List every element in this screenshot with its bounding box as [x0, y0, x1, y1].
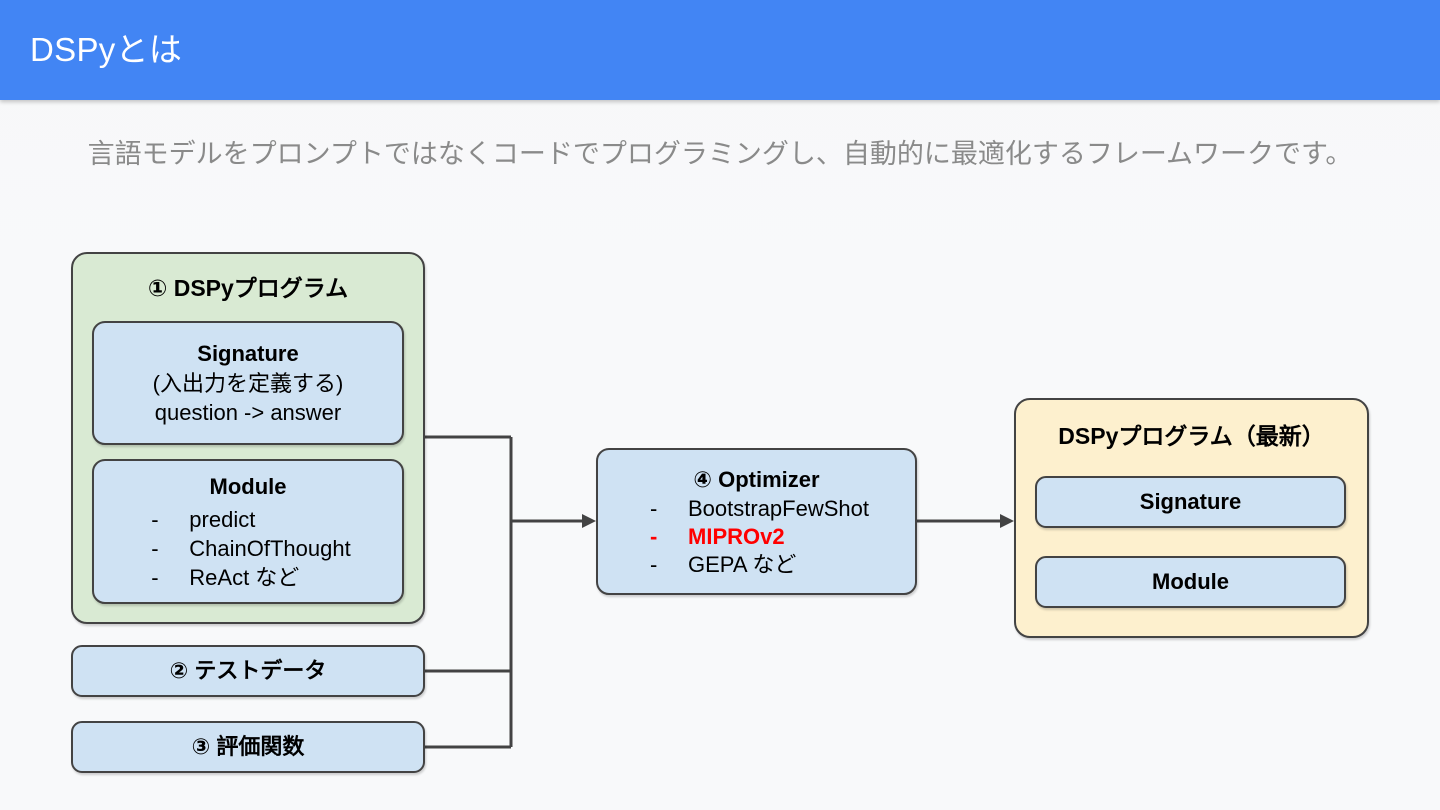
slide-subtitle: 言語モデルをプロンプトではなくコードでプログラミングし、自動的に最適化するフレー… [87, 139, 1353, 169]
signature-title: Signature [197, 341, 299, 366]
result-module-title: Module [1152, 569, 1229, 594]
module-list-item: - predict [145, 505, 350, 534]
module-item-list: - predict - ChainOfThought - ReAct など [145, 505, 350, 592]
optimizer-title: ④ Optimizer [693, 466, 820, 492]
module-item-label: ChainOfThought [189, 536, 351, 561]
bullet-dash-icon: - [151, 536, 159, 561]
signature-io-spec: question -> answer [154, 400, 342, 425]
optimizer-item-label: MIPROv2 [688, 523, 785, 549]
optimizer-list-item-highlighted: - MIPROv2 [644, 523, 869, 551]
slide-header-bar: DSPyとは [0, 0, 1440, 100]
result-program-title: DSPyプログラム（最新） [1058, 423, 1325, 449]
metric-function-box: ③ 評価関数 [71, 721, 425, 773]
test-data-title: ② テストデータ [169, 658, 327, 683]
bullet-dash-icon: - [650, 495, 658, 521]
dspy-program-title: ① DSPyプログラム [147, 275, 349, 301]
module-item-label: predict [189, 507, 256, 532]
optimizer-list-item: - GEPA など [644, 551, 869, 579]
bullet-dash-icon: - [650, 523, 658, 549]
optimizer-item-label: BootstrapFewShot [688, 495, 869, 521]
test-data-box: ② テストデータ [71, 645, 425, 697]
signature-description: (入出力を定義する) [152, 371, 344, 396]
page-title: DSPyとは [30, 31, 183, 68]
module-title: Module [209, 474, 287, 499]
optimizer-box: ④ Optimizer - BootstrapFewShot - MIPROv2… [596, 448, 917, 595]
module-box: Module - predict - ChainOfThought - ReAc… [92, 459, 404, 604]
bullet-dash-icon: - [151, 507, 159, 532]
optimizer-item-list: - BootstrapFewShot - MIPROv2 - GEPA など [644, 495, 869, 579]
module-item-label: ReAct など [189, 565, 300, 590]
result-signature-title: Signature [1139, 489, 1242, 514]
module-list-item: - ChainOfThought [145, 534, 350, 563]
result-signature-box: Signature [1035, 476, 1346, 528]
metric-function-title: ③ 評価関数 [191, 734, 305, 759]
optimizer-item-label: GEPA など [688, 551, 797, 577]
signature-box: Signature (入出力を定義する) question -> answer [92, 321, 404, 445]
result-module-box: Module [1035, 556, 1346, 608]
bullet-dash-icon: - [151, 565, 159, 590]
module-list-item: - ReAct など [145, 563, 350, 592]
optimizer-list-item: - BootstrapFewShot [644, 495, 869, 523]
bullet-dash-icon: - [650, 551, 658, 577]
